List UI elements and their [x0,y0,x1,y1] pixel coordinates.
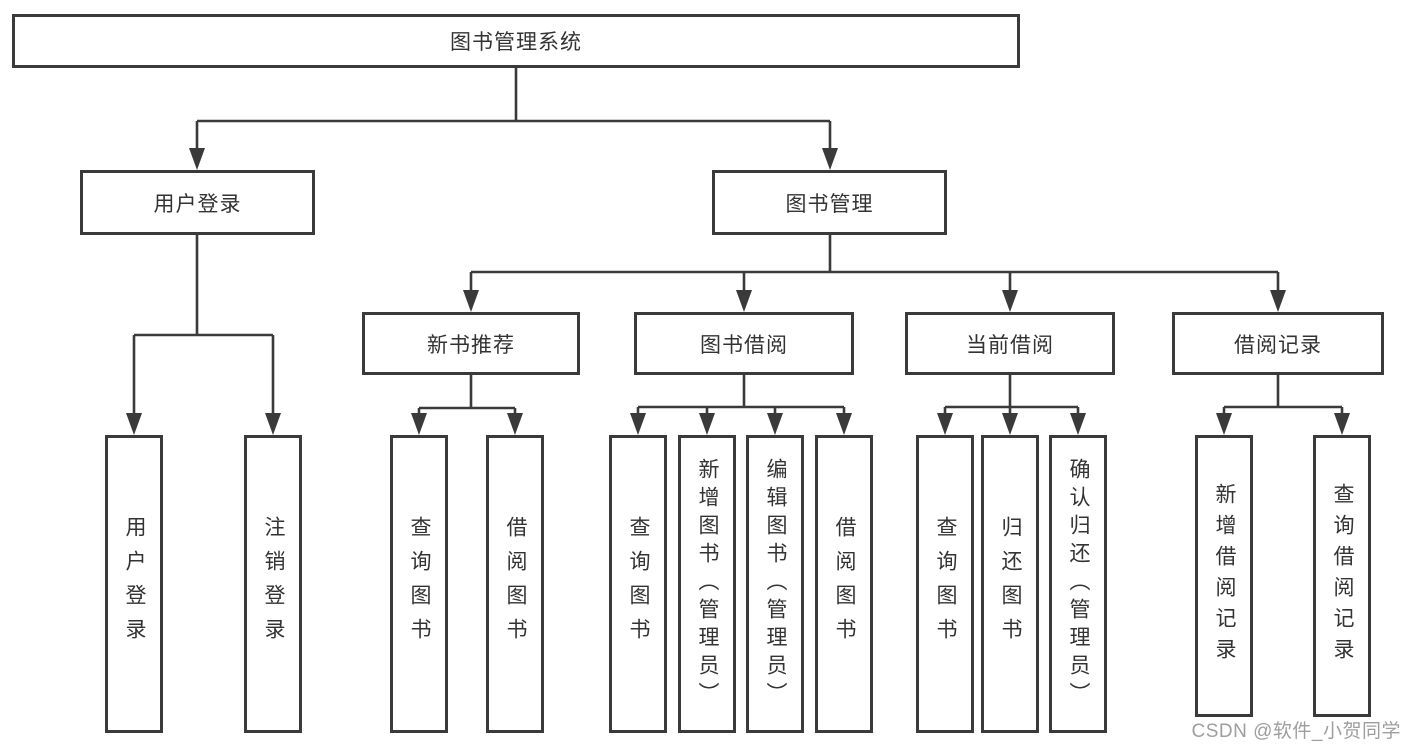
leaf-query-books-recommend: 查询图书 [390,435,448,733]
leaf-query-books-borrow: 查询图书 [609,435,667,733]
node-book-management-label: 图书管理 [785,192,874,216]
leaf-edit-books-admin: 编辑图书（管理员） [746,435,804,733]
node-root-label: 图书管理系统 [450,31,582,54]
node-user-login: 用户登录 [80,170,315,235]
leaf-confirm-return-admin-label: 确认归还（管理员） [1067,458,1090,710]
node-borrow-records: 借阅记录 [1172,312,1384,375]
node-root: 图书管理系统 [12,14,1020,68]
leaf-query-books-current-label: 查询图书 [934,516,957,652]
leaf-user-login: 用户登录 [105,435,163,733]
node-current-borrow-label: 当前借阅 [966,333,1054,357]
watermark: CSDN @软件_小贺同学 [1191,721,1401,742]
node-borrow-records-label: 借阅记录 [1234,333,1322,357]
leaf-logout-label: 注销登录 [262,516,285,652]
node-user-login-label: 用户登录 [153,192,242,216]
node-book-borrow: 图书借阅 [634,312,854,375]
leaf-user-login-label: 用户登录 [123,516,146,652]
leaf-add-borrow-record: 新增借阅记录 [1195,435,1253,717]
node-new-book-recommend-label: 新书推荐 [427,333,515,357]
leaf-add-books-admin-label: 新增图书（管理员） [696,458,719,710]
leaf-borrow-books-recommend-label: 借阅图书 [504,516,527,652]
leaf-return-books: 归还图书 [981,435,1039,733]
leaf-borrow-books-recommend: 借阅图书 [486,435,544,733]
leaf-query-books-current: 查询图书 [916,435,974,733]
leaf-query-books-borrow-label: 查询图书 [627,516,650,652]
node-new-book-recommend: 新书推荐 [362,312,580,375]
node-book-management: 图书管理 [712,170,947,235]
leaf-return-books-label: 归还图书 [999,516,1022,652]
leaf-edit-books-admin-label: 编辑图书（管理员） [764,458,787,710]
leaf-add-borrow-record-label: 新增借阅记录 [1213,483,1236,669]
leaf-logout: 注销登录 [244,435,302,733]
node-book-borrow-label: 图书借阅 [700,333,788,357]
leaf-confirm-return-admin: 确认归还（管理员） [1049,435,1107,733]
leaf-query-borrow-record-label: 查询借阅记录 [1331,483,1354,669]
leaf-borrow-books: 借阅图书 [815,435,873,733]
leaf-query-borrow-record: 查询借阅记录 [1313,435,1371,717]
node-current-borrow: 当前借阅 [905,312,1115,375]
leaf-query-books-recommend-label: 查询图书 [408,516,431,652]
leaf-add-books-admin: 新增图书（管理员） [678,435,736,733]
leaf-borrow-books-label: 借阅图书 [833,516,856,652]
